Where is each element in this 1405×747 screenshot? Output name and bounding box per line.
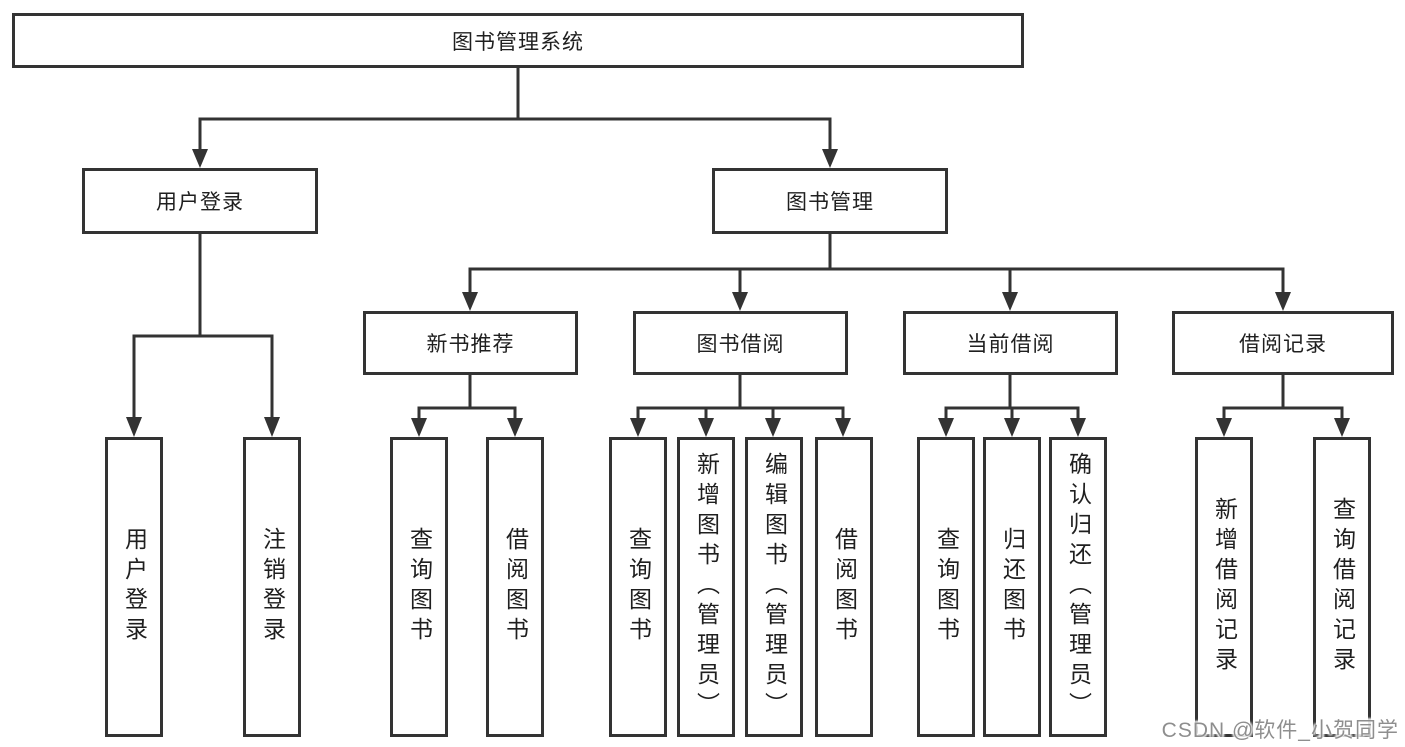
leaf-query-borrow-record: 查询借阅记录 (1313, 437, 1371, 737)
leaf-return-book: 归还图书 (983, 437, 1041, 737)
connector-book-management-branch (468, 232, 1285, 296)
node-root: 图书管理系统 (12, 13, 1024, 68)
node-current-borrow-label: 当前借阅 (966, 333, 1055, 356)
arrowheads (126, 149, 1350, 437)
leaf-new-books-borrow: 借阅图书 (486, 437, 544, 737)
node-new-books-label: 新书推荐 (426, 333, 515, 356)
leaf-current-query: 查询图书 (917, 437, 975, 737)
node-user-login: 用户登录 (82, 168, 318, 234)
leaf-new-books-query-label: 查询图书 (406, 527, 433, 647)
leaf-borrow-book: 借阅图书 (815, 437, 873, 737)
connector-root-to-level2 (198, 66, 832, 153)
connector-book-borrow-branch (636, 373, 845, 423)
connector-current-borrow-branch (944, 373, 1080, 423)
leaf-query-borrow-record-label: 查询借阅记录 (1329, 497, 1356, 677)
leaf-current-query-label: 查询图书 (933, 527, 960, 647)
leaf-logout-label: 注销登录 (259, 527, 286, 647)
leaf-new-books-borrow-label: 借阅图书 (502, 527, 529, 647)
leaf-new-books-query: 查询图书 (390, 437, 448, 737)
node-book-borrow-label: 图书借阅 (696, 333, 785, 356)
csdn-watermark: CSDN @软件_小贺同学 (1161, 719, 1399, 742)
leaf-return-book-label: 归还图书 (999, 527, 1026, 647)
leaf-borrow-add-book: 新增图书（管理员） (677, 437, 735, 737)
leaf-user-login-label: 用户登录 (121, 527, 148, 647)
connector-new-books-branch (417, 373, 517, 423)
node-book-management-label: 图书管理 (786, 191, 874, 214)
node-user-login-label: 用户登录 (156, 191, 244, 214)
leaf-borrow-edit-book-label: 编辑图书（管理员） (761, 452, 788, 722)
connector-borrow-records-branch (1222, 373, 1344, 423)
node-new-books: 新书推荐 (363, 311, 578, 375)
leaf-borrow-edit-book: 编辑图书（管理员） (745, 437, 803, 737)
connector-user-login-branch (132, 232, 274, 422)
leaf-borrow-query: 查询图书 (609, 437, 667, 737)
node-current-borrow: 当前借阅 (903, 311, 1118, 375)
node-borrow-records-label: 借阅记录 (1239, 333, 1327, 356)
node-book-borrow: 图书借阅 (633, 311, 848, 375)
node-book-management: 图书管理 (712, 168, 948, 234)
leaf-confirm-return-label: 确认归还（管理员） (1065, 452, 1092, 722)
leaf-add-borrow-record: 新增借阅记录 (1195, 437, 1253, 737)
leaf-add-borrow-record-label: 新增借阅记录 (1211, 497, 1238, 677)
leaf-logout: 注销登录 (243, 437, 301, 737)
node-borrow-records: 借阅记录 (1172, 311, 1394, 375)
leaf-user-login: 用户登录 (105, 437, 163, 737)
leaf-borrow-book-label: 借阅图书 (831, 527, 858, 647)
leaf-confirm-return: 确认归还（管理员） (1049, 437, 1107, 737)
node-root-label: 图书管理系统 (452, 30, 584, 54)
leaf-borrow-add-book-label: 新增图书（管理员） (693, 452, 720, 722)
leaf-borrow-query-label: 查询图书 (625, 527, 652, 647)
